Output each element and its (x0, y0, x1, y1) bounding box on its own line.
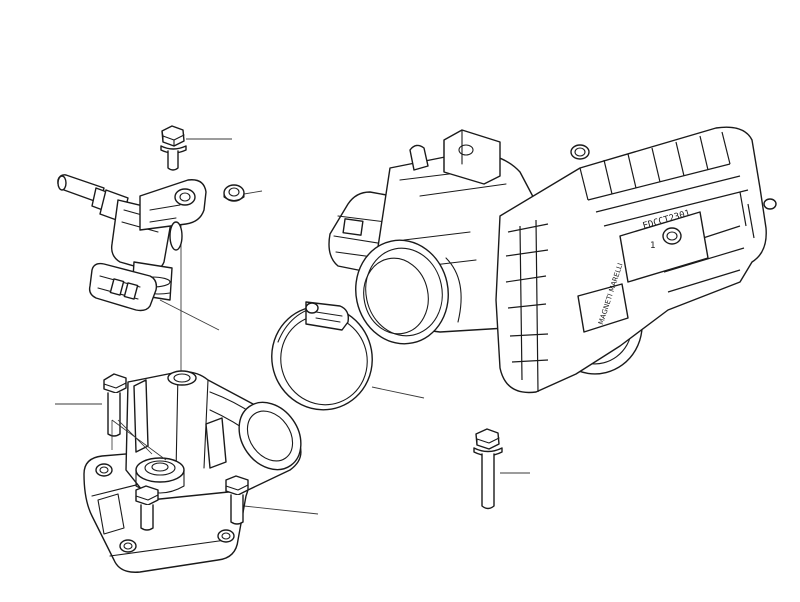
nut-small (223, 184, 245, 202)
intake-manifold (83, 370, 302, 573)
leader-line-nut (243, 190, 263, 195)
bolt-top-left (160, 125, 187, 171)
injector-bracket (139, 179, 207, 251)
leader-line-manifold (243, 505, 319, 515)
hose-clamp (271, 301, 373, 411)
leader-line-clamp (371, 386, 425, 399)
leader-lines (55, 138, 581, 515)
bolt-right (473, 428, 503, 510)
leader-line-injector (159, 299, 220, 331)
throttle-body: EDCCT2301 1 MAGNETI MARELLI (328, 126, 777, 394)
manifold-bolts (103, 373, 249, 531)
throttle-index-label: 1 (650, 241, 656, 251)
